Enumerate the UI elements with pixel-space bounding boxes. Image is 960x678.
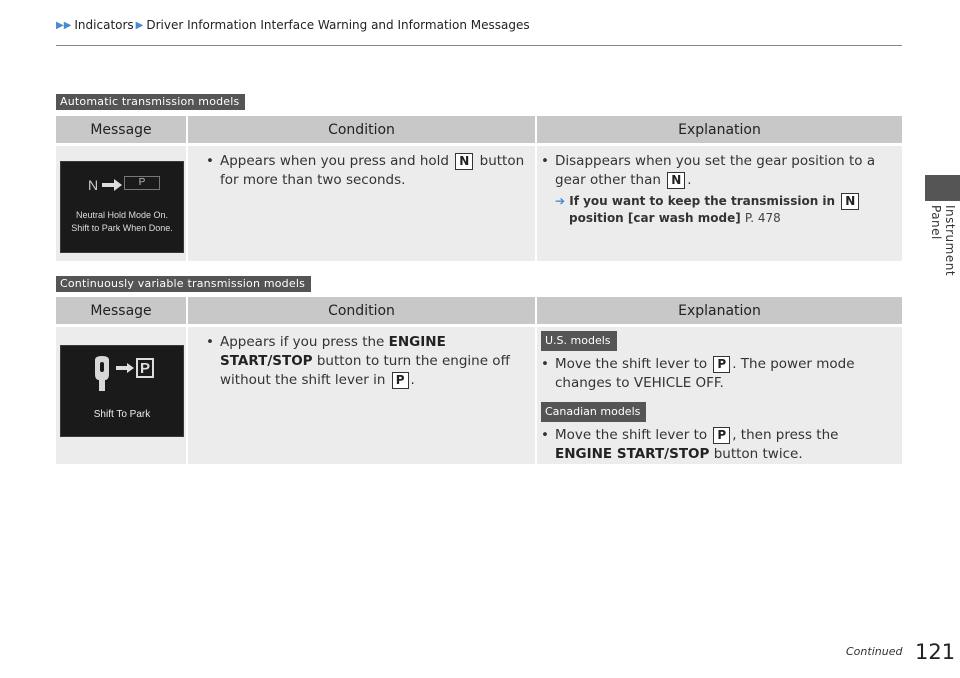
column-header-message: Message — [56, 297, 188, 324]
column-header-explanation: Explanation — [536, 297, 902, 324]
table-header-row: Message Condition Explanation — [56, 116, 902, 143]
continued-label: Continued — [846, 645, 903, 658]
message-table-cvt: Message Condition Explanation P Shift To… — [56, 297, 902, 464]
message-table-automatic: Message Condition Explanation N P Neutra… — [56, 116, 902, 261]
breadcrumb: ▶▶ Indicators ▶ Driver Information Inter… — [56, 18, 902, 32]
key-p-icon: P — [713, 427, 731, 444]
gear-n-indicator: N — [88, 177, 99, 193]
section-tag-cvt: Continuously variable transmission model… — [56, 276, 312, 292]
cross-reference-icon: ➔ — [555, 194, 566, 208]
page-number: 121 — [915, 640, 956, 664]
screen-caption: Shift To Park — [93, 409, 151, 420]
column-header-explanation: Explanation — [536, 116, 902, 143]
key-n-icon: N — [667, 172, 686, 189]
page-reference: P. 478 — [744, 211, 781, 225]
chevron-right-icon: ▶▶ — [56, 19, 72, 31]
key-n-icon: N — [455, 153, 474, 170]
condition-cell: • Appears when you press and hold N butt… — [187, 146, 537, 261]
explanation-cell: • Disappears when you set the gear posit… — [536, 146, 902, 261]
display-screen-neutral-hold: N P Neutral Hold Mode On. Shift to Park … — [60, 161, 184, 253]
breadcrumb-item-indicators[interactable]: Indicators — [74, 18, 134, 32]
explanation-cell: U.S. models • Move the shift lever to P.… — [536, 327, 902, 464]
screen-line-1: Neutral Hold Mode On. — [75, 210, 169, 220]
engine-start-stop-label: ENGINE START/STOP — [220, 334, 446, 369]
shift-lever-icon — [95, 356, 109, 391]
gear-p-icon: P — [136, 358, 154, 378]
arrow-right-icon — [116, 363, 134, 373]
screen-line-2: Shift to Park When Done. — [71, 223, 173, 233]
key-p-icon: P — [391, 372, 409, 389]
message-cell: P Shift To Park — [56, 327, 188, 464]
model-tag-canadian: Canadian models — [541, 402, 647, 422]
gear-p-box: P — [124, 176, 160, 190]
explanation-text: Disappears when you set the gear positio… — [555, 153, 876, 188]
arrow-right-icon — [102, 179, 122, 191]
condition-text: Appears if you press the — [220, 334, 389, 350]
column-header-condition: Condition — [187, 116, 537, 143]
section-tag-automatic: Automatic transmission models — [56, 94, 246, 110]
explanation-text-end: . — [687, 172, 692, 188]
table-row: P Shift To Park • Appears if you press t… — [56, 327, 902, 464]
key-n-icon: N — [841, 193, 860, 210]
table-header-row: Message Condition Explanation — [56, 297, 902, 324]
display-screen-shift-to-park: P Shift To Park — [60, 345, 184, 437]
chevron-right-icon: ▶ — [135, 19, 144, 31]
condition-text: Appears when you press and hold — [220, 153, 454, 169]
side-tab-marker — [925, 175, 960, 201]
table-row: N P Neutral Hold Mode On. Shift to Park … — [56, 146, 902, 261]
breadcrumb-item-messages[interactable]: Driver Information Interface Warning and… — [146, 18, 530, 32]
engine-start-stop-label: ENGINE START/STOP — [555, 446, 710, 462]
condition-text-end: button for more than two seconds. — [220, 153, 525, 188]
cross-reference-link[interactable]: ➔ If you want to keep the transmission i… — [555, 193, 894, 227]
message-cell: N P Neutral Hold Mode On. Shift to Park … — [56, 146, 188, 261]
key-p-icon: P — [713, 356, 731, 373]
column-header-condition: Condition — [187, 297, 537, 324]
header-rule — [56, 45, 902, 46]
model-tag-us: U.S. models — [541, 331, 617, 351]
condition-cell: • Appears if you press the ENGINE START/… — [187, 327, 537, 464]
side-section-label: Instrument Panel — [929, 205, 957, 277]
column-header-message: Message — [56, 116, 188, 143]
